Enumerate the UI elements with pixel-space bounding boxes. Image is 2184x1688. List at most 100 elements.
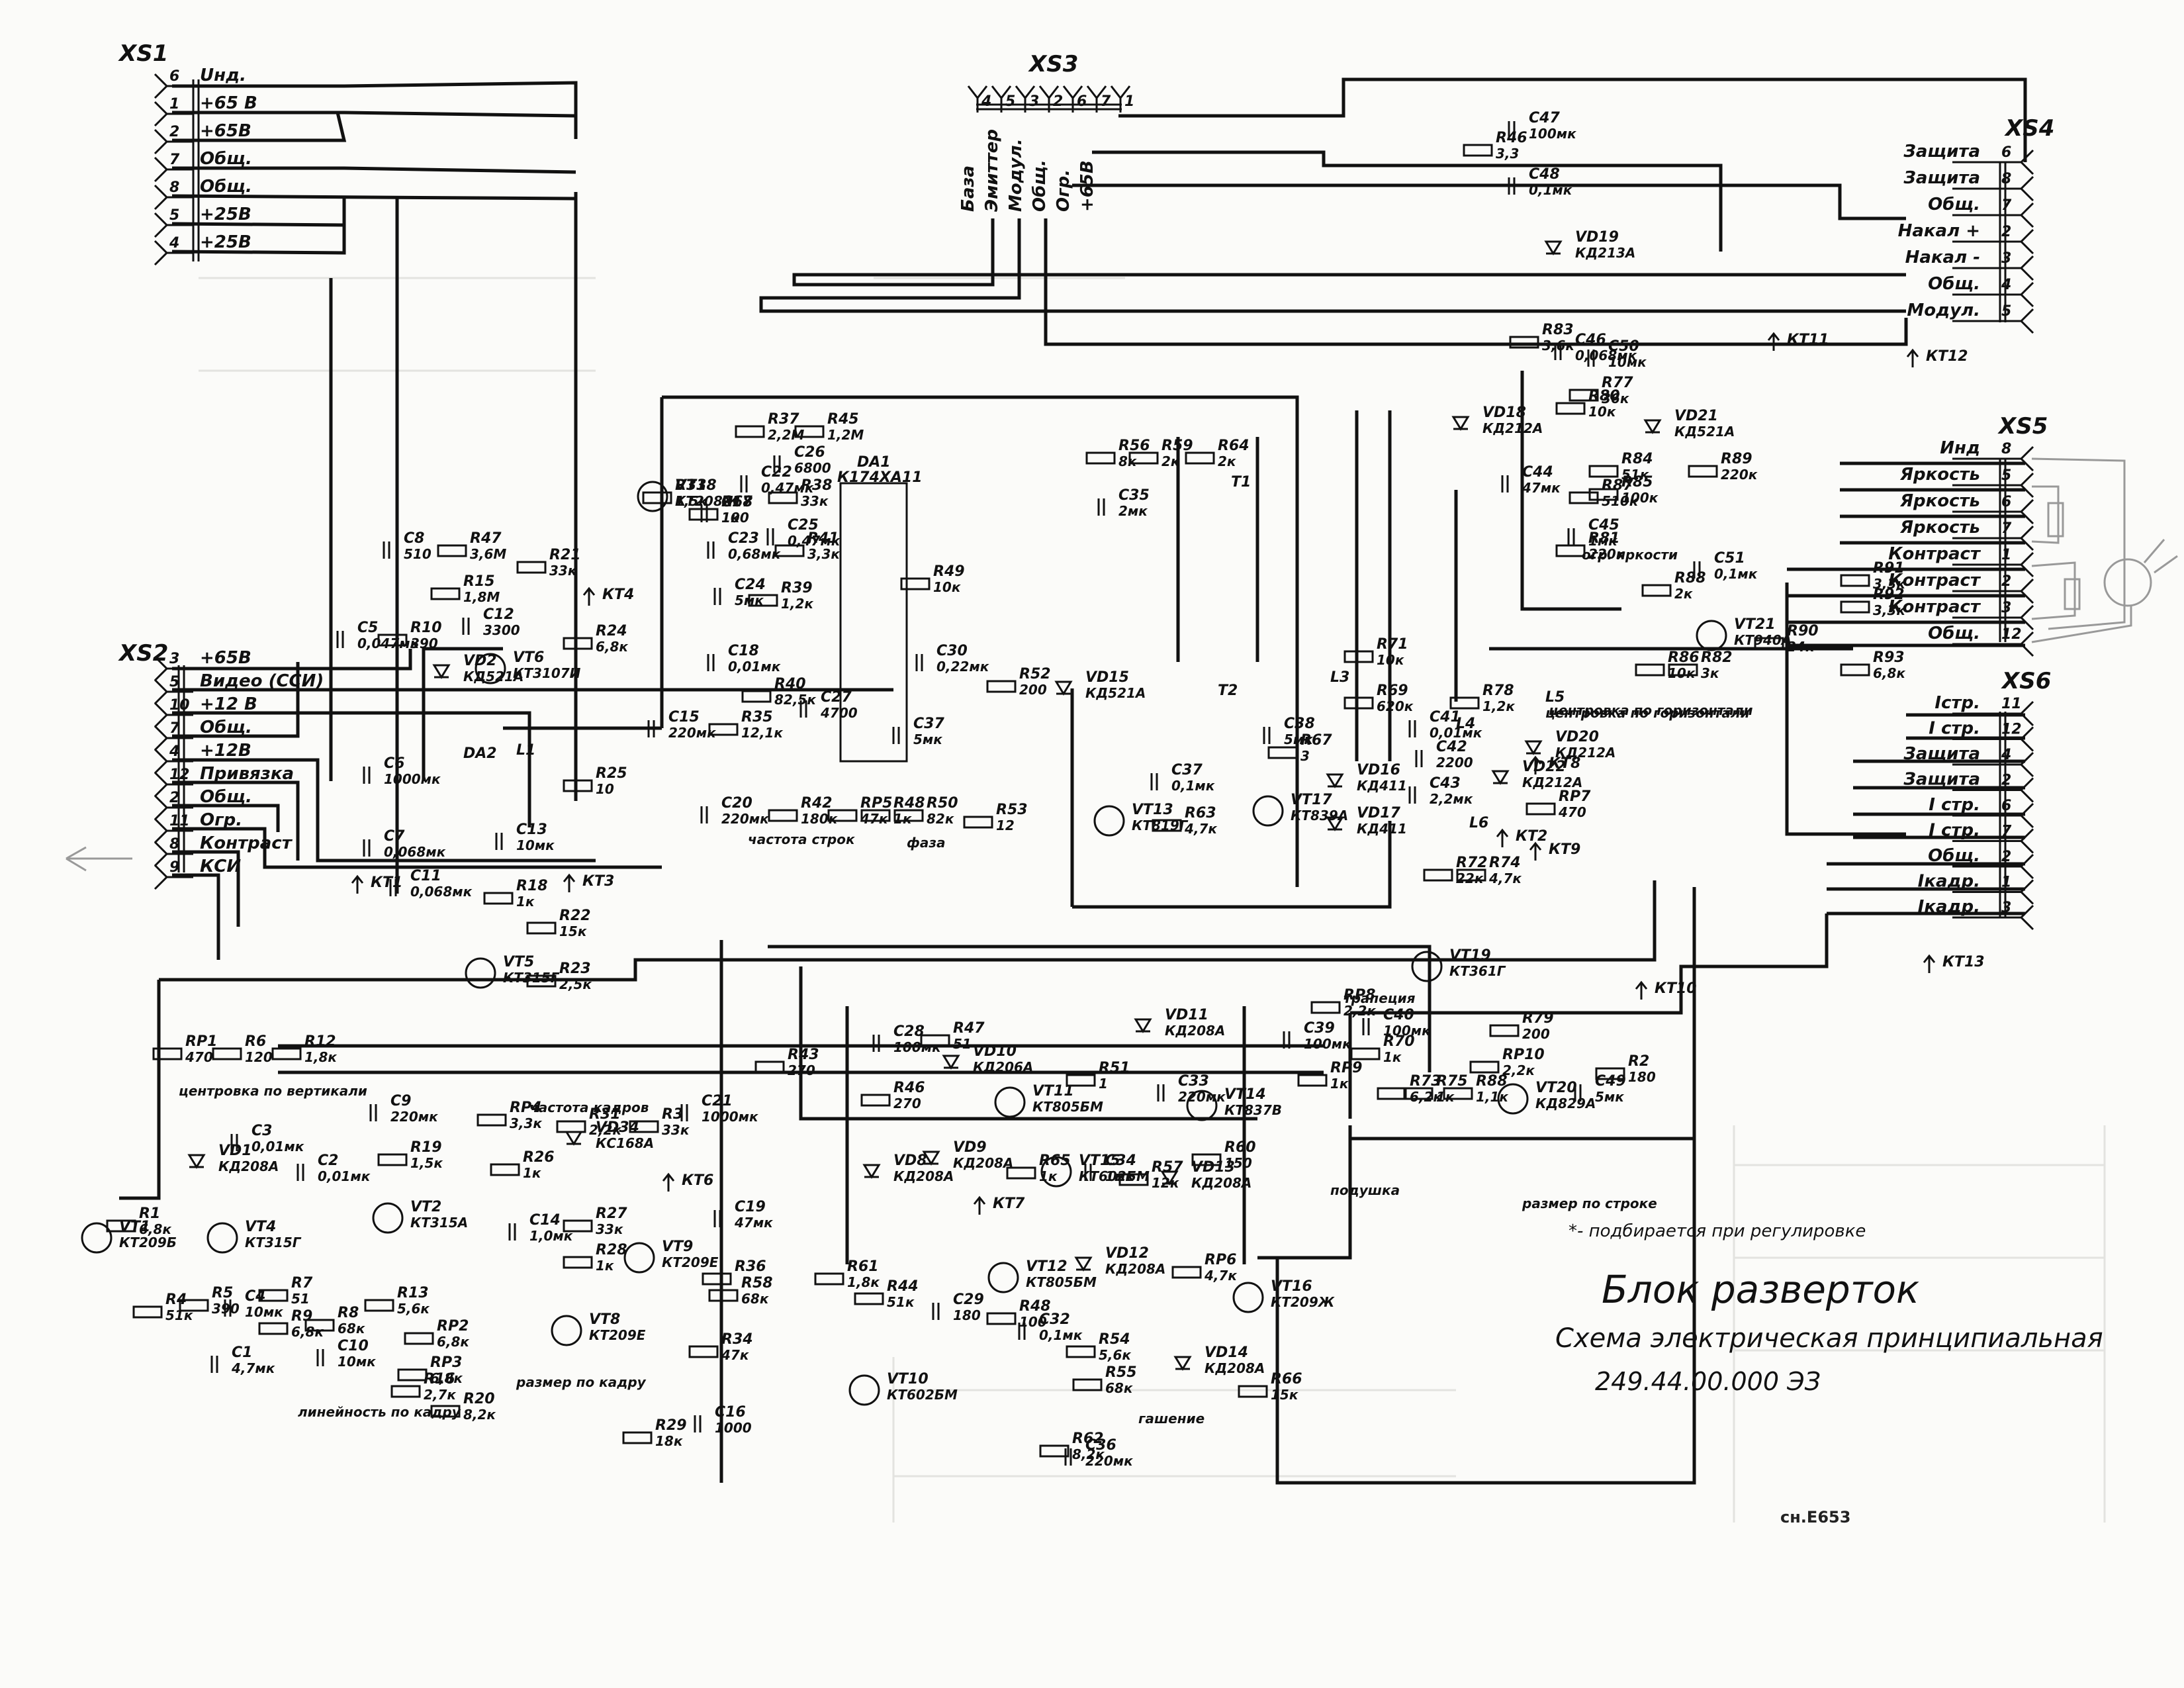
transistor-icon [1093,805,1125,837]
pin-label: Модул. [1907,301,1980,320]
component-value: 51 [953,1036,972,1052]
capacitor-icon [680,1104,688,1121]
component-value: 0,01мк [318,1168,371,1184]
component-value: 0,22мк [936,659,989,675]
pin-label: +25В [200,205,251,224]
xs6-pin: 12I стр. [1929,719,2034,752]
component-value: 5мк [1284,731,1313,747]
component-ref: VD10 [973,1043,1017,1060]
component-ref: C23 [728,530,759,547]
component-ref: VD17 [1357,805,1401,821]
pin-number: 6 [2001,144,2011,161]
component-value: 0,01мк [251,1139,304,1154]
component-ref: R73 [1410,1073,1441,1090]
resistor-icon [1297,1074,1328,1087]
pin-label: Видео (ССИ) [200,671,324,691]
diode-icon [1074,1256,1093,1272]
component-ref: R62 [1072,1430,1104,1447]
resistor-icon [854,1292,884,1305]
component-ref: R54 [1099,1331,1130,1348]
resistor-icon [1489,1024,1520,1037]
component-value: 24к [1787,639,1815,655]
component-value: 3к [1701,665,1719,681]
xs4-pin: 5 Модул. [1907,301,2034,334]
testpoint-label: КТ13 [1942,954,1985,970]
component-ref: R13 [397,1285,429,1301]
pin-number: 12 [2001,722,2022,738]
component-value: 0,68мк [728,546,781,562]
component-value: КД212А [1555,745,1615,761]
component-ref: VT19 [1449,947,1491,964]
component-ref: C27 [821,689,852,706]
component-ref: R49 [933,563,965,580]
testpoint-label: КТ2 [1516,828,1547,845]
socket-icon [2019,853,2034,880]
pin-number: 2 [169,790,179,806]
pin-label: Iстр. [1934,693,1980,713]
pin-number: 5 [2001,303,2011,320]
component-ref: R5 [212,1285,233,1301]
component-value: 220к [1721,467,1758,483]
component-value: 1,2к [1482,698,1515,714]
resistor-icon [1267,746,1298,759]
resistor-icon [827,809,858,822]
component-value: 470 [185,1049,213,1065]
component-value: 200 [1522,1026,1550,1042]
socket-icon [154,212,169,238]
pin-label: I стр. [1929,821,1980,841]
capacitor-icon [389,879,397,896]
component-value: КД206А [973,1059,1033,1075]
component-ref: R72 [1456,855,1488,871]
component-value: КД829А [1535,1096,1596,1111]
component-ref: R45 [827,411,859,428]
pin-number: 4 [169,235,179,252]
component-value: КТ315Г [503,970,560,986]
component-ref: R34 [721,1331,753,1348]
capacitor-icon [700,806,708,823]
pin-number: 3 [2001,600,2011,616]
resistor-icon [179,1299,209,1312]
component-value: КД411 [1357,821,1407,837]
component-value: 1000мк [384,771,441,787]
component-ref: C37 [1171,762,1203,778]
resistor-icon [794,425,825,438]
capacitor-icon [1587,350,1595,367]
testpoint: КТ4 [582,586,634,606]
capacitor-icon [932,1303,940,1320]
pin-label: Контраст [1888,597,1981,617]
component-value: КД208А [893,1168,954,1184]
testpoint-label: КТ11 [1787,332,1829,348]
component-ref: C17 [721,494,752,510]
capacitor-icon [799,700,807,718]
component-ref: C26 [794,444,825,461]
component-c3: C30,01мк [230,1123,304,1154]
component-ref: VT6 [513,649,544,666]
pin-number: 7 [169,720,180,737]
pin-label: +25В [200,232,251,252]
component-value: 3300 [483,622,520,638]
component-ref: VT12 [1026,1258,1068,1275]
socket-icon [154,184,169,211]
resistor-icon [1754,637,1784,650]
resistor-icon [477,1113,507,1127]
component-value: КТ837В [1224,1102,1282,1118]
component-ref: RP4 [510,1100,541,1116]
